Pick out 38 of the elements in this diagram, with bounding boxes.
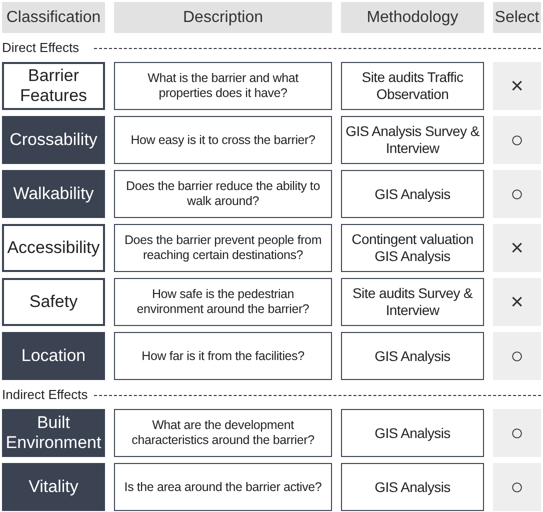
select-mark: × xyxy=(493,224,541,272)
method-cell: GIS Analysis xyxy=(341,332,484,380)
category-cell: Accessibility xyxy=(2,224,105,272)
category-cell: Built Environment xyxy=(2,409,105,457)
category-cell: Barrier Features xyxy=(2,62,105,110)
category-cell: Safety xyxy=(2,278,105,326)
section-heading: Indirect Effects xyxy=(2,387,89,403)
description-cell: Does the barrier prevent people from reaching certain destinations? xyxy=(114,224,332,272)
category-cell: Walkability xyxy=(2,170,105,218)
method-cell: GIS Analysis xyxy=(341,463,484,511)
method-cell: GIS Analysis Survey & Interview xyxy=(341,116,484,164)
category-cell: Location xyxy=(2,332,105,380)
column-header: Select xyxy=(493,2,541,33)
method-cell: Site audits Survey & Interview xyxy=(341,278,484,326)
column-header: Methodology xyxy=(341,2,484,33)
select-mark: ○ xyxy=(493,463,541,511)
method-cell: Contingent valuation GIS Analysis xyxy=(341,224,484,272)
method-cell: Site audits Traffic Observation xyxy=(341,62,484,110)
description-cell: How safe is the pedestrian environment around the barrier? xyxy=(114,278,332,326)
method-cell: GIS Analysis xyxy=(341,409,484,457)
category-cell: Crossability xyxy=(2,116,105,164)
select-mark: ○ xyxy=(493,116,541,164)
select-mark: × xyxy=(493,62,541,110)
description-cell: What are the development characteristics around the barrier? xyxy=(114,409,332,457)
column-header: Classification xyxy=(2,2,105,33)
select-mark: × xyxy=(493,278,541,326)
select-mark: ○ xyxy=(493,332,541,380)
description-cell: How easy is it to cross the barrier? xyxy=(114,116,332,164)
description-cell: How far is it from the facilities? xyxy=(114,332,332,380)
method-cell: GIS Analysis xyxy=(341,170,484,218)
column-header: Description xyxy=(114,2,332,33)
section-heading: Direct Effects xyxy=(2,40,80,56)
description-cell: What is the barrier and what properties does it have? xyxy=(114,62,332,110)
select-mark: ○ xyxy=(493,170,541,218)
category-cell: Vitality xyxy=(2,463,105,511)
description-cell: Does the barrier reduce the ability to walk around? xyxy=(114,170,332,218)
description-cell: Is the area around the barrier active? xyxy=(114,463,332,511)
select-mark: ○ xyxy=(493,409,541,457)
